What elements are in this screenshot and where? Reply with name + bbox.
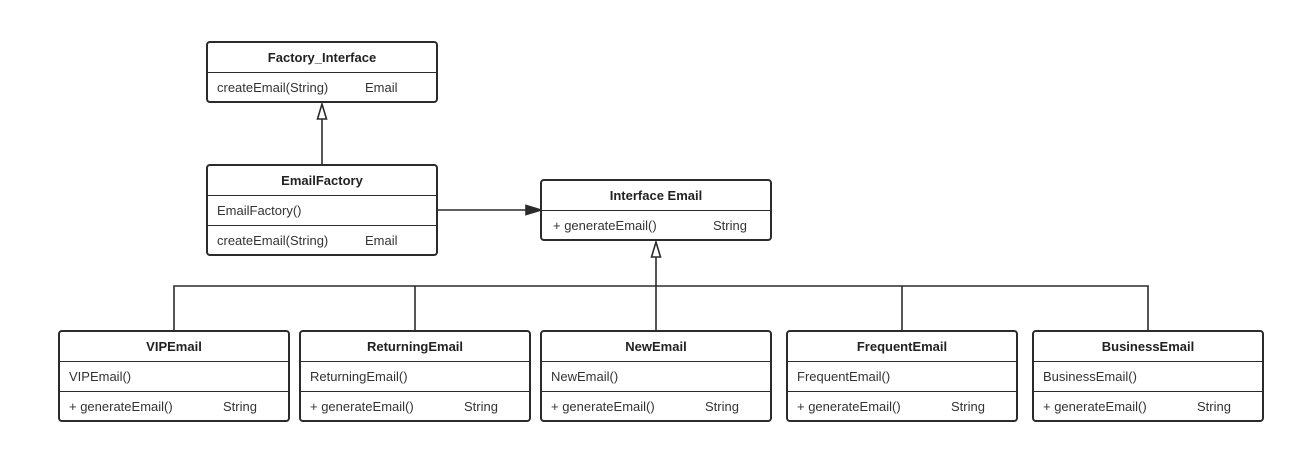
- method-return-type: String: [951, 399, 985, 414]
- class-factory-interface[interactable]: Factory_Interface createEmail(String) Em…: [206, 41, 438, 103]
- method-row: + generateEmail() String: [542, 391, 770, 420]
- class-title: EmailFactory: [208, 166, 436, 196]
- class-interface-email[interactable]: Interface Email + generateEmail() String: [540, 179, 772, 241]
- method-signature: + generateEmail(): [310, 399, 414, 414]
- method-signature: + generateEmail(): [797, 399, 901, 414]
- method-signature: + generateEmail(): [551, 399, 655, 414]
- class-new-email[interactable]: NewEmail NewEmail() + generateEmail() St…: [540, 330, 772, 422]
- method-return-type: String: [705, 399, 739, 414]
- method-signature: createEmail(String): [217, 80, 329, 95]
- class-vip-email[interactable]: VIPEmail VIPEmail() + generateEmail() St…: [58, 330, 290, 422]
- constructor-row: VIPEmail(): [69, 369, 132, 384]
- method-row: + generateEmail() String: [1034, 391, 1262, 420]
- class-title: Interface Email: [542, 181, 770, 211]
- method-row: + generateEmail() String: [60, 391, 288, 420]
- hollow-arrowhead-factory-interface: [316, 101, 328, 120]
- class-returning-email[interactable]: ReturningEmail ReturningEmail() + genera…: [299, 330, 531, 422]
- class-business-email[interactable]: BusinessEmail BusinessEmail() + generate…: [1032, 330, 1264, 422]
- method-row: + generateEmail() String: [788, 391, 1016, 420]
- class-title: NewEmail: [542, 332, 770, 362]
- filled-arrowhead-interface-email: [525, 204, 544, 216]
- class-frequent-email[interactable]: FrequentEmail FrequentEmail() + generate…: [786, 330, 1018, 422]
- method-row: + generateEmail() String: [301, 391, 529, 420]
- method-return-type: Email: [365, 233, 398, 248]
- class-title: VIPEmail: [60, 332, 288, 362]
- method-signature: + generateEmail(): [1043, 399, 1147, 414]
- method-row: createEmail(String) Email: [208, 225, 436, 254]
- constructor-row: BusinessEmail(): [1043, 369, 1137, 384]
- inheritance-bus: [173, 285, 1149, 332]
- method-return-type: String: [223, 399, 257, 414]
- hollow-arrowhead-interface-email: [650, 239, 662, 258]
- constructor-row: EmailFactory(): [217, 203, 302, 218]
- class-title: Factory_Interface: [208, 43, 436, 73]
- class-email-factory[interactable]: EmailFactory EmailFactory() createEmail(…: [206, 164, 438, 256]
- method-signature: createEmail(String): [217, 233, 329, 248]
- method-return-type: Email: [365, 80, 398, 95]
- class-title: ReturningEmail: [301, 332, 529, 362]
- method-return-type: String: [464, 399, 498, 414]
- method-signature: + generateEmail(): [553, 218, 657, 233]
- constructor-row: ReturningEmail(): [310, 369, 408, 384]
- method-row: createEmail(String) Email: [208, 73, 436, 101]
- method-signature: + generateEmail(): [69, 399, 173, 414]
- method-return-type: String: [1197, 399, 1231, 414]
- class-title: BusinessEmail: [1034, 332, 1262, 362]
- constructor-row: FrequentEmail(): [797, 369, 891, 384]
- method-row: + generateEmail() String: [542, 211, 770, 239]
- constructor-row: NewEmail(): [551, 369, 619, 384]
- method-return-type: String: [713, 218, 747, 233]
- class-title: FrequentEmail: [788, 332, 1016, 362]
